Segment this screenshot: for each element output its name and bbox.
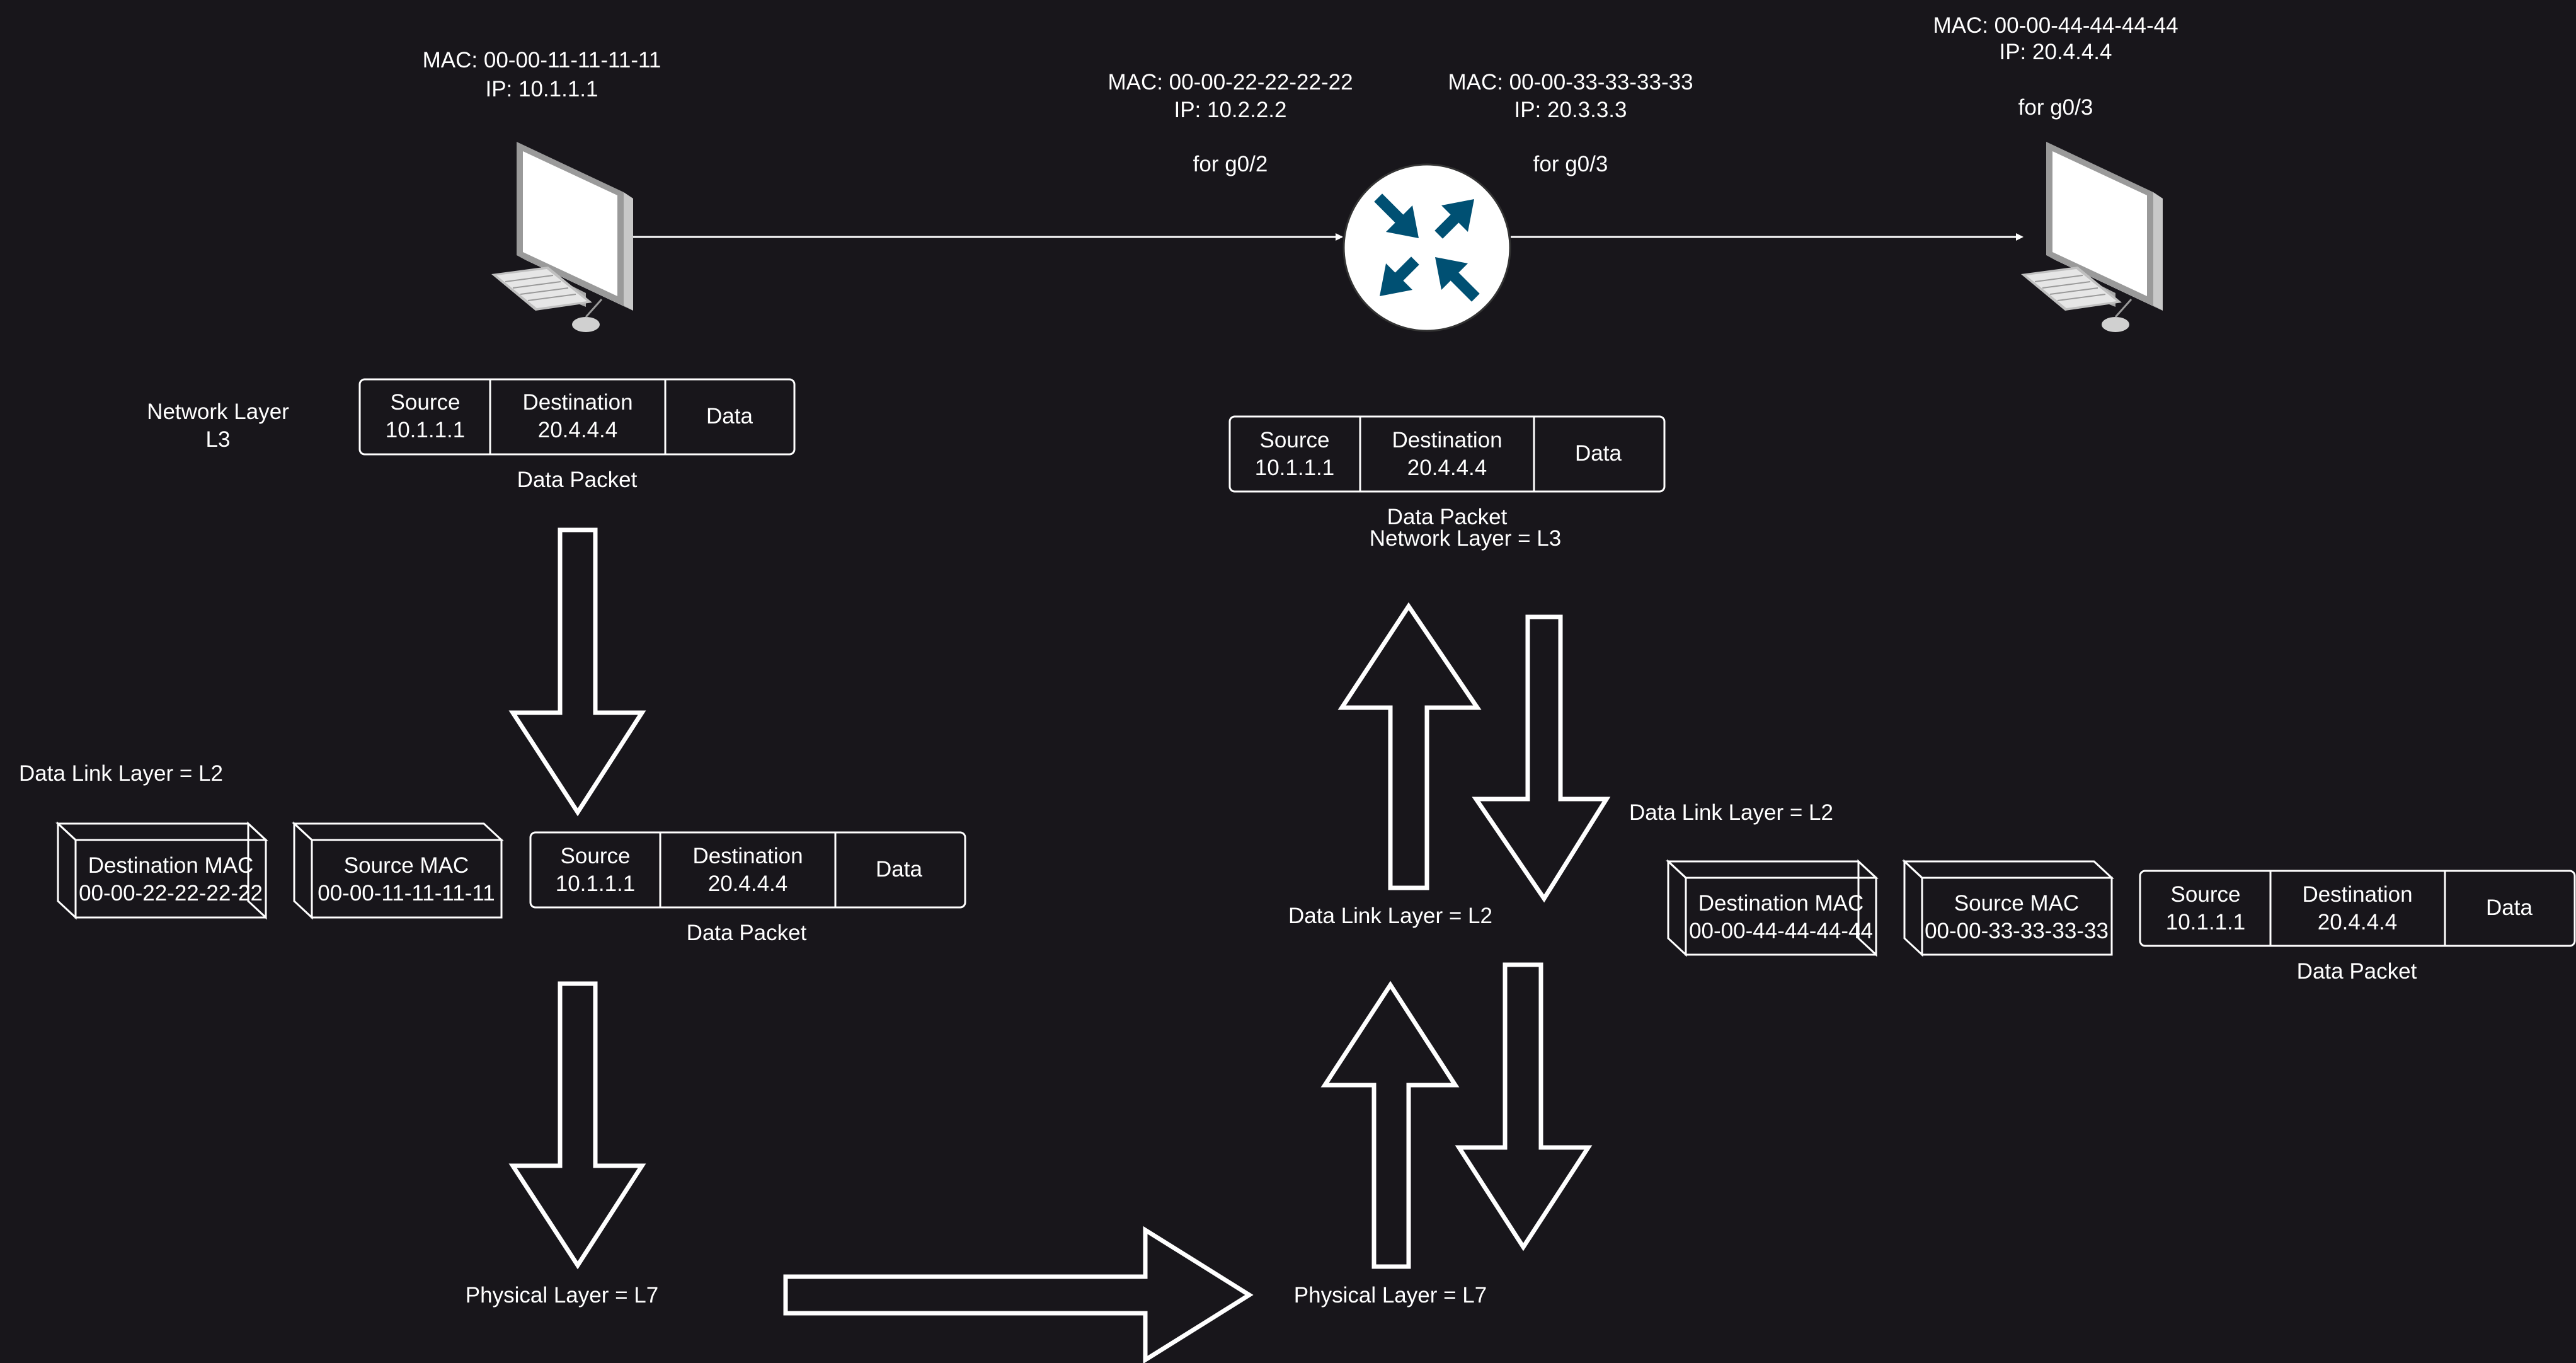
- dest-mac-value: 00-00-22-22-22-22: [79, 881, 263, 906]
- physical-transmission-arrow: [783, 1226, 1254, 1363]
- router-icon: [1342, 163, 1511, 332]
- packet-source-ip: 10.1.1.1: [2166, 910, 2246, 935]
- frame-dest-mac-box-right: Destination MAC 00-00-44-44-44-44: [1666, 859, 1879, 957]
- data-packet-2: Source 10.1.1.1 Destination 20.4.4.4 Dat…: [1228, 415, 1666, 493]
- decapsulation-arrow-up-1: [1337, 602, 1482, 890]
- packet-source-label: Source: [1260, 428, 1330, 452]
- src-mac-label: Source MAC: [1954, 891, 2079, 916]
- pc2-ip: IP: 20.4.4.4: [1999, 40, 2112, 64]
- packet-destination-ip: 20.4.4.4: [538, 418, 618, 442]
- packet-destination-label: Destination: [692, 844, 803, 868]
- router-network-layer-label: Network Layer = L3: [1370, 526, 1561, 551]
- src-mac-label: Source MAC: [344, 853, 469, 878]
- pc2-interface: for g0/3: [2018, 95, 2093, 120]
- router-left-mac: MAC: 00-00-22-22-22-22: [1108, 70, 1353, 95]
- dest-mac-label: Destination MAC: [1698, 891, 1864, 916]
- packet-source-ip: 10.1.1.1: [386, 418, 466, 442]
- dest-mac-label: Destination MAC: [88, 853, 254, 878]
- decapsulation-arrow-up-2: [1320, 981, 1460, 1269]
- packet-data-label: Data: [706, 404, 753, 428]
- pc1-computer-icon: [490, 141, 634, 333]
- frame-src-mac-box-right: Source MAC 00-00-33-33-33-33: [1902, 859, 2114, 957]
- packet-source-ip: 10.1.1.1: [556, 871, 636, 896]
- packet-source-ip: 10.1.1.1: [1255, 456, 1335, 480]
- data-packet-1-caption: Data Packet: [517, 468, 638, 492]
- packet-source-label: Source: [391, 390, 461, 415]
- physical-layer-label-left: Physical Layer = L7: [466, 1283, 658, 1308]
- packet-destination-ip: 20.4.4.4: [2318, 910, 2398, 935]
- data-link-layer-label-left: Data Link Layer = L2: [19, 761, 223, 786]
- packet-data-label: Data: [876, 857, 922, 882]
- router-left-ip: IP: 10.2.2.2: [1174, 98, 1286, 122]
- packet-source-label: Source: [2171, 882, 2241, 907]
- pc2-computer-icon: [2020, 141, 2164, 333]
- packet-data-label: Data: [1575, 441, 1622, 466]
- router-left-interface: for g0/2: [1193, 152, 1268, 176]
- data-packet-4: Source 10.1.1.1 Destination 20.4.4.4 Dat…: [2139, 870, 2576, 947]
- packet-destination-ip: 20.4.4.4: [708, 871, 788, 896]
- data-packet-2-caption: Data Packet: [1387, 505, 1508, 529]
- encapsulation-arrow-down-router-2: [1455, 962, 1593, 1251]
- encapsulation-arrow-down-1: [508, 527, 646, 817]
- packet-destination-label: Destination: [1392, 428, 1502, 452]
- data-packet-1: Source 10.1.1.1 Destination 20.4.4.4 Dat…: [358, 378, 796, 456]
- physical-layer-label-right: Physical Layer = L7: [1294, 1283, 1487, 1308]
- data-packet-4-caption: Data Packet: [2297, 959, 2417, 984]
- packet-data-label: Data: [2486, 895, 2533, 920]
- data-packet-3-caption: Data Packet: [687, 921, 807, 945]
- data-packet-3: Source 10.1.1.1 Destination 20.4.4.4 Dat…: [529, 831, 966, 909]
- data-link-layer-label-right: Data Link Layer = L2: [1629, 800, 1833, 825]
- packet-destination-label: Destination: [522, 390, 633, 415]
- packet-destination-ip: 20.4.4.4: [1407, 456, 1487, 480]
- router-right-mac: MAC: 00-00-33-33-33-33: [1448, 70, 1693, 95]
- encapsulation-arrow-down-2: [508, 981, 646, 1270]
- router-data-link-layer-label: Data Link Layer = L2: [1288, 904, 1492, 928]
- network-layer-l3-label: L3: [206, 427, 231, 452]
- router-right-interface: for g0/3: [1533, 152, 1608, 176]
- pc1-mac: MAC: 00-00-11-11-11-11: [423, 48, 661, 72]
- network-layer-label: Network Layer: [147, 400, 289, 424]
- packet-destination-label: Destination: [2302, 882, 2412, 907]
- dest-mac-value: 00-00-44-44-44-44: [1689, 919, 1873, 943]
- encapsulation-arrow-down-router-1: [1472, 614, 1611, 903]
- frame-dest-mac-box-left: Destination MAC 00-00-22-22-22-22: [55, 821, 268, 920]
- src-mac-value: 00-00-11-11-11-11: [318, 881, 495, 906]
- pc2-mac: MAC: 00-00-44-44-44-44: [1933, 13, 2178, 38]
- frame-src-mac-box-left: Source MAC 00-00-11-11-11-11: [292, 821, 504, 920]
- pc1-ip: IP: 10.1.1.1: [485, 77, 598, 101]
- packet-source-label: Source: [561, 844, 631, 868]
- src-mac-value: 00-00-33-33-33-33: [1925, 919, 2109, 943]
- router-right-ip: IP: 20.3.3.3: [1514, 98, 1627, 122]
